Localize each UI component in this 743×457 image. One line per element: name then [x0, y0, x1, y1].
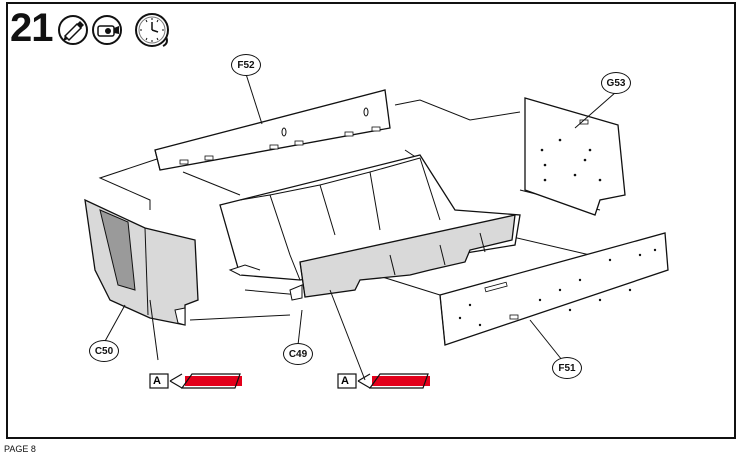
- callout-c50: C50: [89, 340, 119, 362]
- guide-line: [98, 157, 161, 210]
- part-c50: [84, 198, 199, 326]
- part-g53: [524, 97, 626, 216]
- callout-f52: F52: [231, 54, 261, 76]
- part-c49: [289, 214, 516, 301]
- part-f52: [154, 89, 391, 171]
- guide-line: [189, 314, 291, 321]
- part-f51: [439, 232, 669, 346]
- paint-code-letter-right: A: [341, 375, 349, 387]
- callout-c49: C49: [283, 343, 313, 365]
- glue-icon: [58, 15, 88, 45]
- page-footer: PAGE 8: [4, 444, 36, 454]
- paint-code-c50: [149, 373, 242, 389]
- guide-line: [394, 99, 521, 121]
- callout-f51: F51: [552, 357, 582, 379]
- cement-icon: [92, 15, 122, 45]
- wait-clock-icon: [135, 13, 169, 47]
- guide-line: [182, 171, 241, 196]
- paint-code-letter-left: A: [153, 375, 161, 387]
- callout-g53: G53: [601, 72, 631, 94]
- paint-code-c49: [337, 373, 430, 389]
- step-number: 21: [10, 6, 53, 50]
